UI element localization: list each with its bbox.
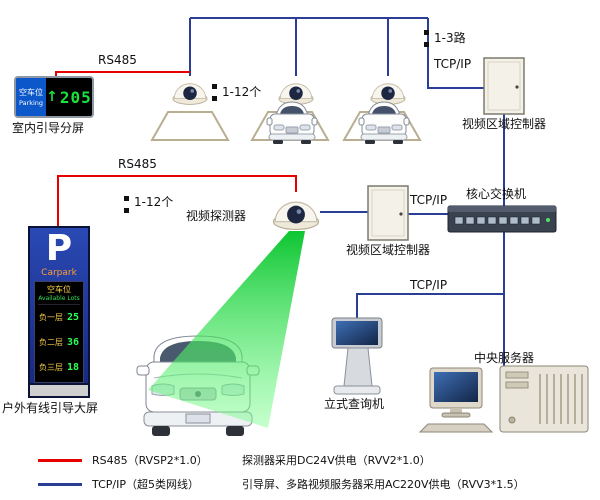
central-server	[418, 365, 589, 433]
carpark-brand: Carpark	[41, 268, 77, 278]
dome-camera-3	[370, 83, 406, 105]
core-switch	[447, 205, 557, 233]
indoor-display-en: Parking	[18, 99, 44, 107]
count-markers	[124, 30, 429, 213]
floor-row: 负三层 18	[38, 355, 80, 380]
floor-count: 18	[66, 362, 79, 373]
central-server-label: 中央服务器	[474, 351, 535, 365]
sign-base	[30, 383, 88, 396]
video-area-controller-top	[483, 57, 525, 115]
up-arrow-icon: ↑	[46, 89, 58, 105]
query-kiosk	[331, 317, 383, 395]
indoor-display-count: ↑ 205	[46, 78, 92, 116]
sign-header: 空车位 Available Lots	[38, 284, 80, 305]
video-detector-camera	[272, 201, 320, 230]
sign-led-screen: 空车位 Available Lots 负一层 25 负二层 36 负三层 18	[34, 281, 84, 383]
detector-beam	[148, 231, 305, 428]
camera-count-label-mid: 1-12个	[134, 195, 174, 209]
indoor-display-value: 205	[59, 87, 92, 107]
video-detector-label: 视频探测器	[186, 209, 247, 223]
video-area-controller-label-mid: 视频区域控制器	[345, 243, 430, 257]
rs485-label-top: RS485	[98, 53, 137, 67]
sign-header-cn: 空车位	[47, 285, 71, 294]
tcpip-label-top: TCP/IP	[434, 57, 472, 71]
floor-name: 负一层	[39, 313, 63, 322]
legend-desc: 探测器采用DC24V供电（RVV2*1.0）	[242, 454, 431, 467]
floor-count: 25	[66, 312, 79, 323]
car-1	[266, 101, 318, 144]
legend-term: RS485（RVSP2*1.0）	[92, 454, 208, 467]
rs485-label-mid: RS485	[118, 157, 157, 171]
video-area-controller-label-top: 视频区域控制器	[461, 117, 546, 131]
kiosk-label: 立式查询机	[324, 397, 385, 411]
tcpip-label-mid: TCP/IP	[410, 193, 448, 207]
indoor-display-caption: 室内引导分屏	[12, 121, 85, 135]
tcpip-lines	[189, 17, 505, 366]
legend-row-rs485: RS485（RVSP2*1.0） 探测器采用DC24V供电（RVV2*1.0）	[38, 452, 431, 468]
tcpip-line-swatch	[38, 482, 82, 486]
floor-row: 负一层 25	[38, 305, 80, 330]
legend-row-tcpip: TCP/IP（超5类网线） 引导屏、多路视频服务器采用AC220V供电（RVV3…	[38, 476, 525, 492]
indoor-display-header: 空车位 Parking	[16, 78, 46, 116]
indoor-guidance-display: 空车位 Parking ↑ 205	[14, 76, 94, 118]
floor-count: 36	[66, 337, 79, 348]
rs485-line-swatch	[38, 458, 82, 462]
dome-camera-1	[172, 83, 208, 105]
floor-name: 负二层	[39, 338, 63, 347]
camera-count-label-top: 1-12个	[222, 85, 262, 99]
video-area-controller-mid	[367, 185, 409, 241]
outdoor-sign-caption: 户外有线引导大屏	[2, 401, 99, 415]
sign-header-en: Available Lots	[38, 295, 80, 302]
indoor-display-cn: 空车位	[19, 88, 43, 97]
parking-p-logo: P	[45, 228, 73, 269]
core-switch-label: 核心交换机	[466, 187, 527, 201]
legend-term: TCP/IP（超5类网线）	[92, 478, 199, 491]
tcpip-label-bottom: TCP/IP	[410, 278, 448, 292]
car-2	[358, 101, 410, 144]
routes-label: 1-3路	[434, 31, 466, 45]
floor-name: 负三层	[39, 363, 63, 372]
legend-desc: 引导屏、多路视频服务器采用AC220V供电（RVV3*1.5）	[242, 478, 525, 491]
dome-camera-2	[278, 83, 314, 105]
outdoor-guidance-sign: P Carpark 空车位 Available Lots 负一层 25 负二层 …	[28, 226, 90, 398]
floor-row: 负二层 36	[38, 330, 80, 355]
